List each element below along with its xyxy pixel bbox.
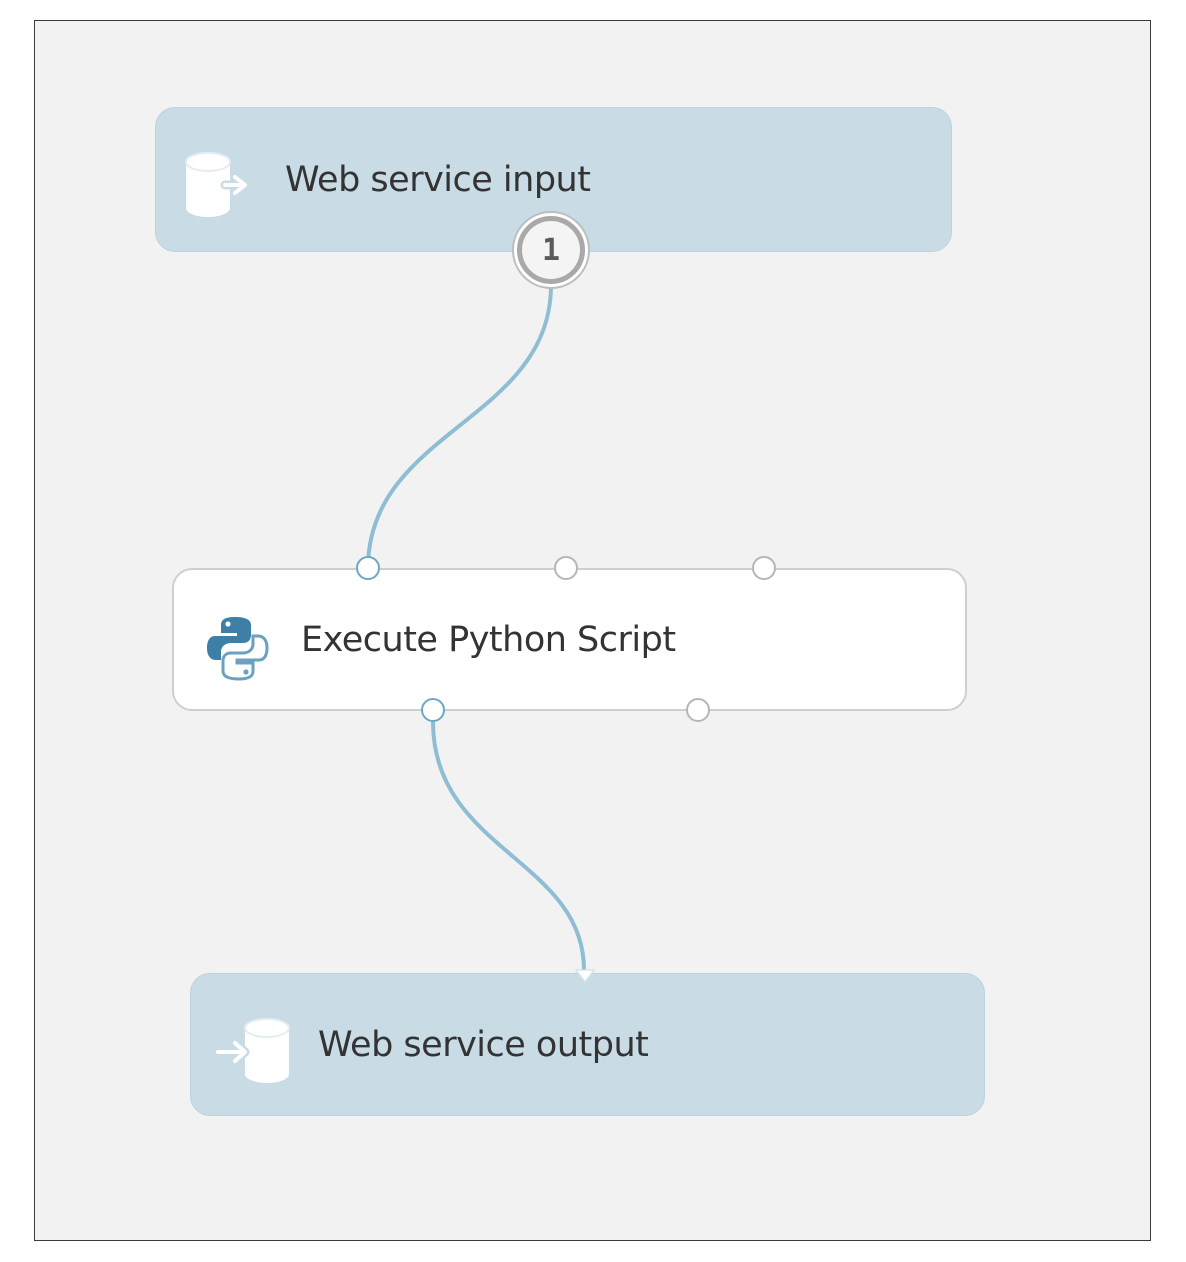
execute-python-script-label: Execute Python Script <box>301 620 676 660</box>
database-export-icon <box>185 152 250 217</box>
web-service-output-module[interactable] <box>190 973 985 1116</box>
execute-python-script-module[interactable] <box>172 568 967 711</box>
python-logo-icon <box>207 617 269 681</box>
web-service-input-label: Web service input <box>285 160 591 200</box>
input-port-arrow-icon[interactable] <box>575 968 595 984</box>
input-port-dataset2[interactable] <box>554 556 578 580</box>
input-port-dataset1[interactable] <box>356 556 380 580</box>
output-port-badge[interactable]: 1 <box>514 213 588 287</box>
database-import-icon <box>214 1018 290 1083</box>
output-port-python-device[interactable] <box>686 698 710 722</box>
web-service-output-label: Web service output <box>318 1025 649 1065</box>
output-port-number: 1 <box>522 221 580 279</box>
output-port-result-dataset[interactable] <box>421 698 445 722</box>
input-port-script-bundle[interactable] <box>752 556 776 580</box>
